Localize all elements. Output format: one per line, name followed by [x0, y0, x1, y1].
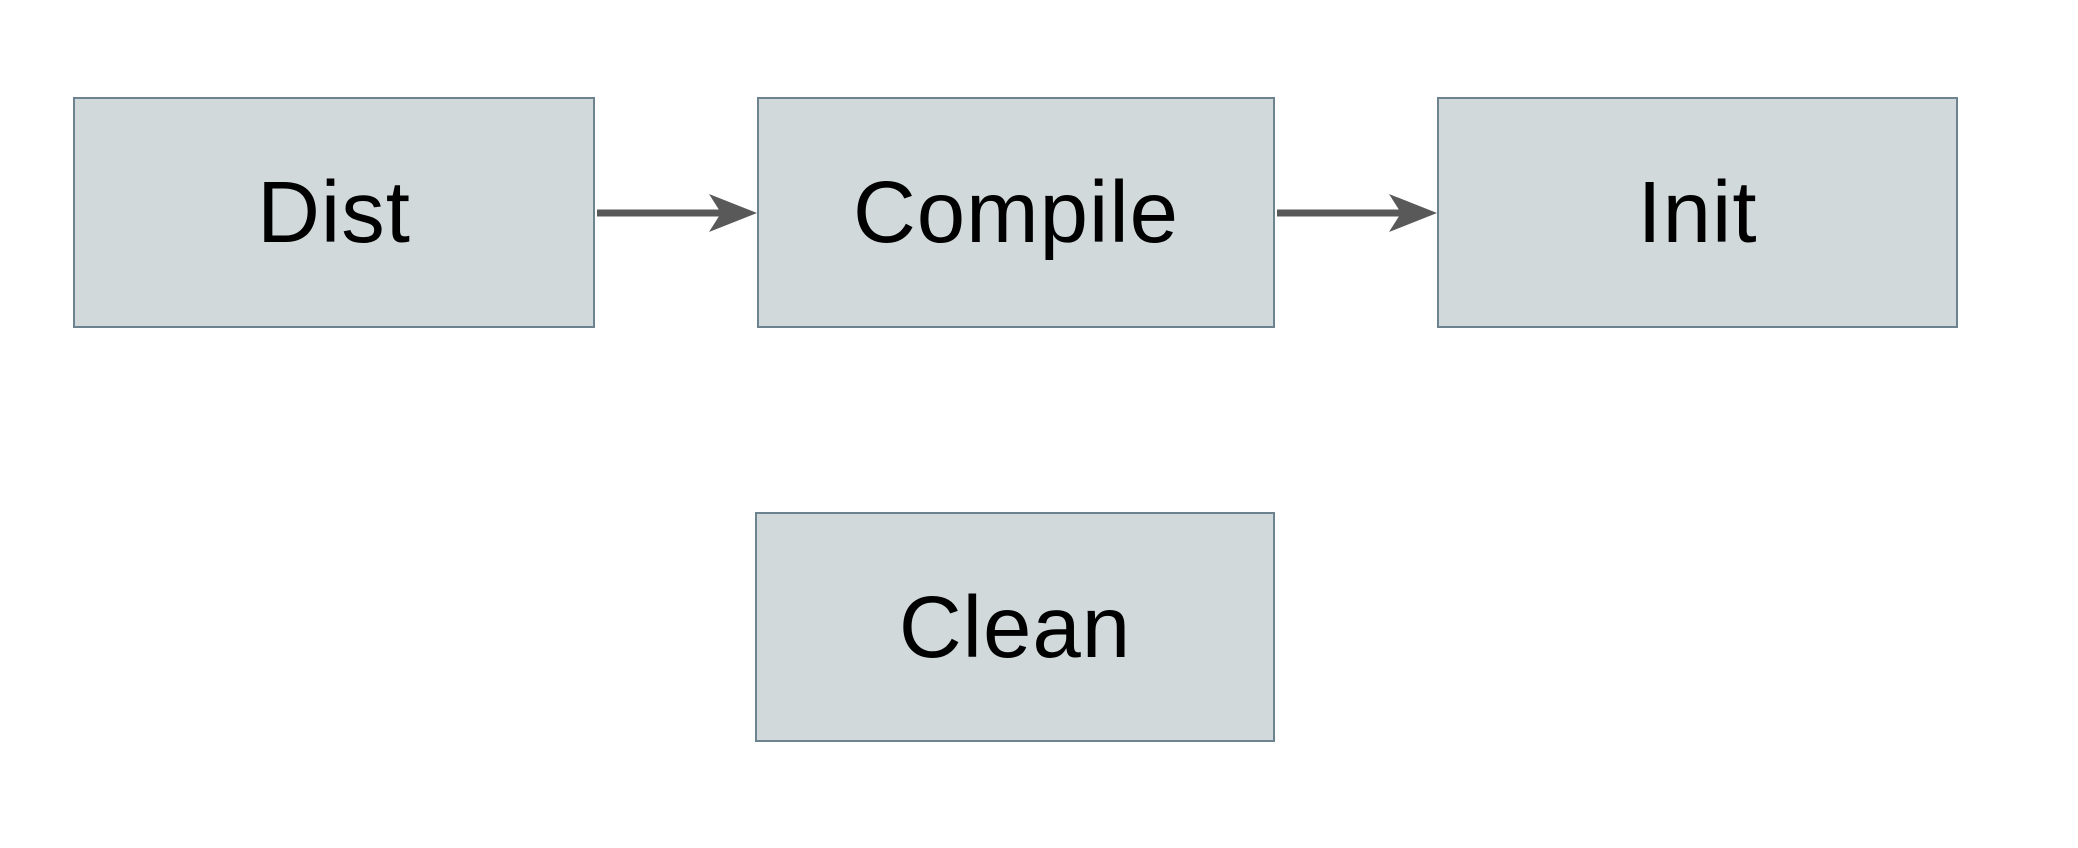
node-compile-label: Compile — [852, 164, 1180, 261]
arrow-compile-to-init — [1277, 194, 1437, 232]
node-clean[interactable]: Clean — [755, 512, 1275, 742]
node-compile[interactable]: Compile — [757, 97, 1275, 328]
node-init-label: Init — [1637, 164, 1758, 261]
node-dist[interactable]: Dist — [73, 97, 595, 328]
node-init[interactable]: Init — [1437, 97, 1958, 328]
arrow-head-icon — [1389, 194, 1437, 232]
node-clean-label: Clean — [898, 578, 1132, 676]
arrow-head-icon — [709, 194, 757, 232]
node-dist-label: Dist — [257, 164, 411, 261]
arrow-dist-to-compile — [597, 194, 757, 232]
